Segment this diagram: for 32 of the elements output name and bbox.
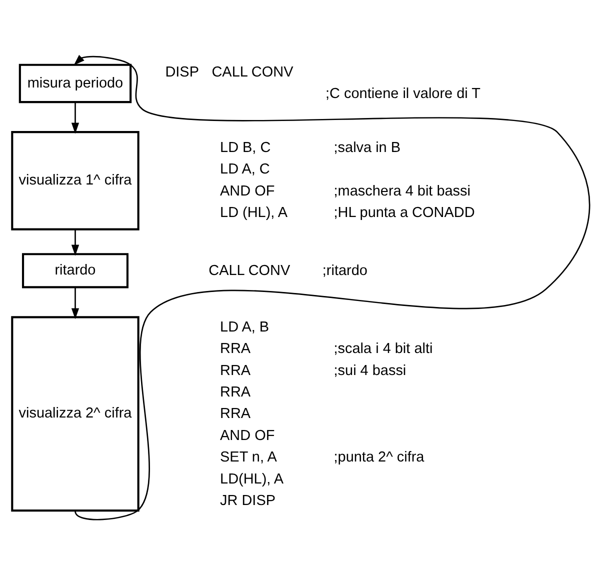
label: ;punta 2^ cifra [334, 450, 424, 466]
label: SET n, A [220, 450, 277, 466]
label: RRA [220, 406, 251, 422]
node-box: visualizza 2^ cifra [11, 316, 140, 512]
label: LD A, B [220, 319, 270, 336]
label: ;HL punta a CONADD [334, 205, 475, 222]
label: JR DISP [220, 493, 276, 510]
label: ;sui 4 bassi [334, 362, 406, 379]
node-box: visualizza 1^ cifra [11, 131, 140, 230]
label: CALL CONV [208, 262, 290, 279]
label: CALL CONV [212, 64, 294, 80]
label: ;scala i 4 bit alti [334, 341, 433, 358]
label: RRA [220, 362, 251, 379]
label: LD(HL), A [220, 471, 284, 488]
label: ;ritardo [322, 262, 368, 279]
arrow [71, 102, 80, 134]
label: ;C contiene il valore di T [326, 86, 480, 102]
label: RRA [220, 341, 251, 358]
label: ;maschera 4 bit bassi [334, 183, 470, 200]
label: ;salva in B [334, 140, 401, 156]
label: DISP [165, 64, 199, 80]
arrow [74, 54, 590, 520]
arrow [71, 230, 80, 256]
label: LD A, C [220, 162, 270, 178]
node-box: ritardo [22, 253, 128, 288]
label: AND OF [220, 183, 275, 200]
label: RRA [220, 384, 251, 401]
label: AND OF [220, 428, 275, 444]
label: LD B, C [220, 140, 271, 156]
label: LD (HL), A [220, 205, 288, 222]
node-box: misura periodo [18, 64, 132, 104]
arrow [71, 287, 80, 320]
